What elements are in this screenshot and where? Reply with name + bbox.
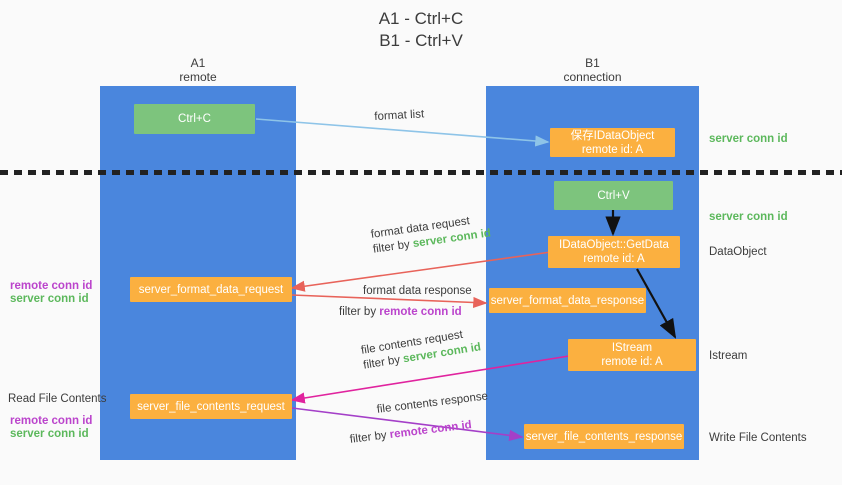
box-ctrl-c-label: Ctrl+C bbox=[178, 113, 211, 125]
edge-label-format-data-request: format data request filter by server con… bbox=[370, 211, 492, 257]
box-istream[interactable]: IStream remote id: A bbox=[568, 339, 696, 371]
annotation-server-conn-id-mid: server conn id bbox=[709, 211, 788, 223]
edge-label-file-contents-response-text: file contents response bbox=[376, 390, 489, 416]
edge-label-format-data-response-filter: filter by remote conn id bbox=[339, 305, 462, 320]
box-idataobject-getdata-line1: IDataObject::GetData bbox=[559, 239, 669, 251]
box-server-format-data-request[interactable]: server_format_data_request bbox=[130, 277, 292, 302]
column-b1-sub: connection bbox=[563, 70, 622, 84]
edge-label-format-list-text: format list bbox=[374, 108, 425, 123]
edge-label-format-list: format list bbox=[374, 107, 425, 125]
column-b1-name: B1 bbox=[585, 56, 600, 70]
box-server-format-data-response-label: server_format_data_response bbox=[490, 294, 645, 307]
box-istream-line2: remote id: A bbox=[601, 356, 663, 368]
annotation-write-file-contents: Write File Contents bbox=[709, 432, 807, 444]
annotation-remote-conn-id-2: remote conn id bbox=[10, 415, 93, 427]
edge-label-file-contents-response-filter: filter by remote conn id bbox=[349, 418, 473, 448]
title-line-2: B1 - Ctrl+V bbox=[379, 31, 463, 50]
box-save-idataobject-line2: remote id: A bbox=[581, 143, 644, 156]
annotation-istream: Istream bbox=[709, 350, 748, 362]
filter-value-4: remote conn id bbox=[389, 419, 473, 441]
box-server-file-contents-request-label: server_file_contents_request bbox=[137, 400, 285, 413]
diagram-title: A1 - Ctrl+C B1 - Ctrl+V bbox=[0, 8, 842, 52]
title-line-1: A1 - Ctrl+C bbox=[378, 9, 464, 28]
column-a1-sub: remote bbox=[179, 70, 217, 84]
annotation-server-conn-id-1: server conn id bbox=[10, 293, 89, 305]
dashed-separator bbox=[0, 170, 842, 175]
box-server-file-contents-request[interactable]: server_file_contents_request bbox=[130, 394, 292, 419]
edge-label-file-contents-request: file contents request filter by server c… bbox=[360, 325, 482, 373]
annotation-server-conn-id-top: server conn id bbox=[709, 133, 788, 145]
box-server-format-data-response[interactable]: server_format_data_response bbox=[489, 288, 646, 313]
box-ctrl-v-label: Ctrl+V bbox=[597, 189, 630, 202]
filter-prefix-1: filter by bbox=[372, 238, 414, 256]
box-idataobject-getdata[interactable]: IDataObject::GetData remote id: A bbox=[548, 236, 680, 268]
box-save-idataobject[interactable]: 保存IDataObject remote id: A bbox=[550, 128, 675, 157]
column-header-a1: A1 remote bbox=[100, 56, 296, 84]
annotation-dataobject: DataObject bbox=[709, 246, 767, 258]
box-server-format-data-request-label: server_format_data_request bbox=[138, 283, 284, 296]
box-ctrl-c[interactable]: Ctrl+C bbox=[134, 104, 255, 134]
annotation-remote-conn-id-1: remote conn id bbox=[10, 280, 93, 292]
box-server-file-contents-response[interactable]: server_file_contents_response bbox=[524, 424, 684, 449]
filter-prefix-4: filter by bbox=[349, 429, 391, 446]
annotation-read-file-contents: Read File Contents bbox=[8, 393, 107, 405]
box-server-file-contents-response-label: server_file_contents_response bbox=[525, 430, 683, 443]
column-a1-name: A1 bbox=[190, 56, 206, 70]
box-save-idataobject-line1: 保存IDataObject bbox=[570, 129, 655, 142]
filter-value-2: remote conn id bbox=[379, 306, 462, 318]
edge-label-file-contents-response: file contents response bbox=[376, 389, 489, 418]
edge-label-format-data-response: format data response bbox=[363, 284, 472, 299]
filter-prefix-2: filter by bbox=[339, 306, 380, 318]
box-idataobject-getdata-line2: remote id: A bbox=[583, 253, 645, 265]
edge-label-format-data-response-text: format data response bbox=[363, 285, 472, 297]
column-header-b1: B1 connection bbox=[486, 56, 699, 84]
box-ctrl-v[interactable]: Ctrl+V bbox=[554, 181, 673, 210]
annotation-server-conn-id-2: server conn id bbox=[10, 428, 89, 440]
box-istream-line1: IStream bbox=[611, 342, 653, 354]
